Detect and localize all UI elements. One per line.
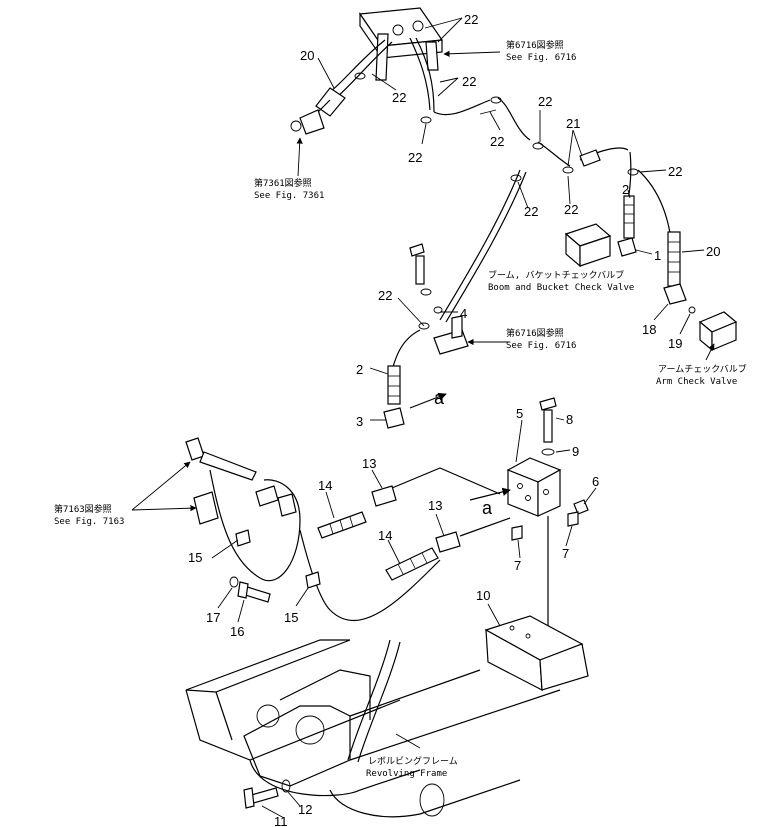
callout-10: 10 xyxy=(476,588,490,603)
callout-14: 14 xyxy=(318,478,332,493)
callout-22: 22 xyxy=(408,150,422,165)
callout-16: 16 xyxy=(230,624,244,639)
callout-22: 22 xyxy=(668,164,682,179)
callout-8: 8 xyxy=(566,412,573,427)
mid-leaders xyxy=(369,297,458,421)
mid-assembly xyxy=(383,243,469,429)
callout-22: 22 xyxy=(538,94,552,109)
callout-11: 11 xyxy=(274,814,288,827)
plugs-6-7 xyxy=(511,499,589,541)
bolt-16-washer-17 xyxy=(229,576,271,603)
callout-7: 7 xyxy=(562,546,569,561)
top-hoses xyxy=(329,37,673,371)
callout-14: 14 xyxy=(378,528,392,543)
hoses-14 xyxy=(317,511,439,581)
block-5 xyxy=(506,457,562,517)
lower-leaders xyxy=(211,417,597,623)
bolt-11-washer-12 xyxy=(243,779,301,819)
callout-5: 5 xyxy=(516,406,523,421)
ref-boom-en: Boom and Bucket Check Valve xyxy=(488,283,634,293)
callout-1: 1 xyxy=(654,248,661,263)
callout-3: 3 xyxy=(356,414,363,429)
clamps-22 xyxy=(354,72,639,330)
right-leaders xyxy=(627,189,705,335)
callout-22: 22 xyxy=(490,134,504,149)
ref-fig7361-jp: 第7361図参照 xyxy=(254,177,312,189)
hose-20-right xyxy=(667,231,681,287)
ref-boom-jp: ブーム, バケットチェックバルブ xyxy=(488,269,624,281)
arm-check-valve xyxy=(698,311,738,352)
callout-12: 12 xyxy=(298,802,312,817)
top-bracket xyxy=(358,7,444,81)
callout-17: 17 xyxy=(206,610,220,625)
callout-22: 22 xyxy=(524,204,538,219)
callout-18: 18 xyxy=(642,322,656,337)
ref-frame-jp: レボルビングフレーム xyxy=(368,755,458,767)
callout-2: 2 xyxy=(356,362,363,377)
callout-22: 22 xyxy=(462,74,476,89)
callout-6: 6 xyxy=(592,474,599,489)
callout-9: 9 xyxy=(572,444,579,459)
callout-20: 20 xyxy=(706,244,720,259)
hose-2-right xyxy=(617,195,637,257)
ref-fig7163-en: See Fig. 7163 xyxy=(54,517,124,527)
callout-numbers: 22 20 22 22 22 22 22 21 22 22 22 2 1 20 … xyxy=(188,12,720,827)
ref-fig6716-top-jp: 第6716図参照 xyxy=(506,39,564,51)
callout-20: 20 xyxy=(300,48,314,63)
hose-20-left xyxy=(290,87,346,135)
revolving-frame xyxy=(185,639,561,818)
upper-left-fittings xyxy=(185,437,297,517)
top-leaders xyxy=(317,17,667,209)
fig7163-arrows xyxy=(131,461,197,512)
bracket-10 xyxy=(484,603,589,692)
ref-fig6716-top-en: See Fig. 6716 xyxy=(506,53,576,63)
ref-fig6716-mid-jp: 第6716図参照 xyxy=(506,327,564,339)
callout-13: 13 xyxy=(428,498,442,513)
callout-21: 21 xyxy=(566,116,580,131)
ref-arm-jp: アームチェックバルブ xyxy=(658,363,747,375)
callout-22: 22 xyxy=(378,288,392,303)
ref-fig6716-mid-en: See Fig. 6716 xyxy=(506,341,576,351)
flow-label-a: a xyxy=(482,498,493,518)
callout-22: 22 xyxy=(564,202,578,217)
ref-fig7163-jp: 第7163図参照 xyxy=(54,503,112,515)
callout-7: 7 xyxy=(514,558,521,573)
clamp-brackets-15 xyxy=(193,491,321,589)
callout-19: 19 xyxy=(668,336,682,351)
callout-13: 13 xyxy=(362,456,376,471)
reference-notes: 第6716図参照 See Fig. 6716 第7361図参照 See Fig.… xyxy=(54,39,747,779)
callout-15: 15 xyxy=(284,610,298,625)
ref-arm-en: Arm Check Valve xyxy=(656,377,737,387)
callout-22: 22 xyxy=(464,12,478,27)
ref-fig7361-en: See Fig. 7361 xyxy=(254,191,324,201)
callout-2: 2 xyxy=(622,182,629,197)
flow-label-a: a xyxy=(434,388,445,408)
fitting-18-19 xyxy=(663,283,696,314)
callout-4: 4 xyxy=(460,306,467,321)
callout-15: 15 xyxy=(188,550,202,565)
fittings-13 xyxy=(371,485,461,553)
ref-frame-en: Revolving Frame xyxy=(366,769,447,779)
callout-22: 22 xyxy=(392,90,406,105)
bolt-8-washer-9 xyxy=(539,397,557,456)
boom-bucket-check-valve xyxy=(564,223,612,268)
